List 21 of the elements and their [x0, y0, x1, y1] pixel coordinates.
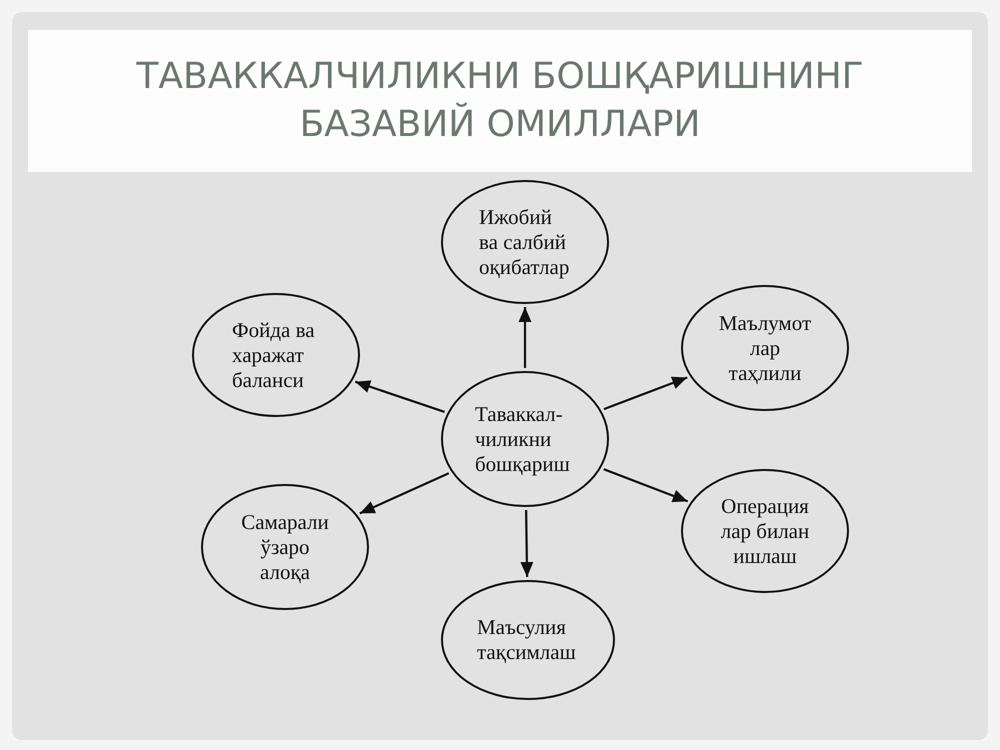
node-label: Операция лар билан ишлаш [720, 494, 810, 568]
oval-node [192, 293, 360, 417]
node-label: Маъсулия тақсимлаш [477, 615, 577, 665]
oval-node [441, 580, 615, 700]
arrow [518, 307, 532, 368]
oval-node [441, 371, 609, 507]
oval-node [441, 180, 609, 304]
arrow [604, 376, 688, 410]
node-label: Ижобий ва салбий оқибатлар [479, 204, 570, 280]
arrow [603, 468, 688, 502]
node-label: Маълумот лар таҳлили [718, 310, 812, 386]
arrow [359, 472, 450, 514]
arrow [354, 380, 445, 413]
node-label: Фойда ва харажат баланси [232, 318, 316, 392]
oval-node [681, 285, 849, 411]
node-label: Таваккал- чиликни бошқариш [475, 402, 571, 476]
oval-node [201, 484, 369, 610]
oval-node [681, 469, 849, 593]
slide-title: ТАВАККАЛЧИЛИКНИ БОШҚАРИШНИНГ БАЗАВИЙ ОМИЛЛАРИ [135, 55, 865, 147]
node-label: Самарали ўзаро алоқа [240, 510, 330, 584]
arrow [520, 510, 534, 578]
